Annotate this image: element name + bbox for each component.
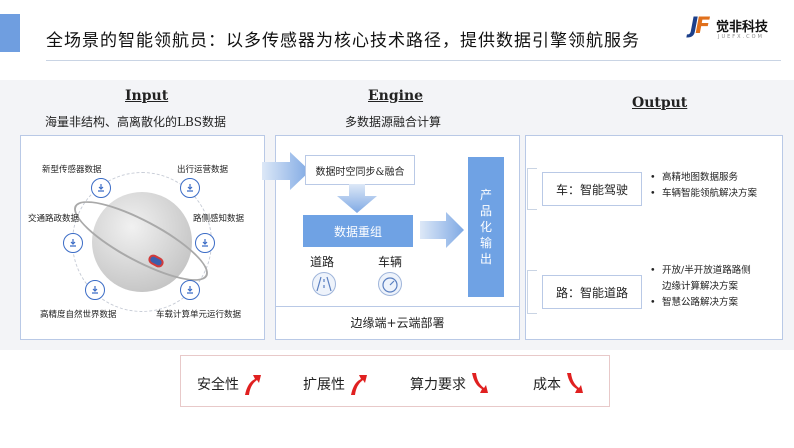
list-item: 高精地图数据服务 [648,170,757,186]
input-to-engine-arrow-icon [262,152,310,190]
list-item: 智慧公路解决方案 [648,295,751,311]
sensor-icon [63,233,83,253]
title-divider [46,60,781,61]
trend-down-icon [472,373,488,393]
node-label: 路侧感知数据 [193,214,245,224]
list-item: 开放/半开放道路路侧 [648,263,751,279]
logo-name: 觉非科技 [716,20,769,35]
deployment-label: 边缘端+云端部署 [350,316,445,330]
engine-to-product-arrow-icon [420,212,464,248]
product-char: 输 [479,236,492,250]
summary-item-scalability: 扩展性 [303,371,369,397]
input-subtitle: 海量非结构、高离散化的LBS数据 [45,115,227,129]
sensor-icon [91,178,111,198]
road-label: 道路 [310,255,335,269]
node-label: 交通路政数据 [28,214,80,224]
node-label: 高精度自然世界数据 [40,310,117,320]
data-reconstruction-box: 数据重组 [303,215,413,247]
logo-mark-icon: JF [690,14,710,39]
summary-item-safety: 安全性 [197,371,263,397]
speedometer-icon [378,272,402,296]
trend-down-icon [567,373,583,393]
road-bracket [527,270,537,314]
road-icon [312,272,336,296]
trend-up-icon [245,375,261,395]
smart-driving-box: 车：智能驾驶 [542,172,642,206]
product-char: 品 [479,204,492,218]
summary-label: 算力要求 [410,377,466,393]
product-char: 出 [479,252,492,266]
sync-fusion-box: 数据时空同步&融合 [305,155,415,185]
summary-item-cost: 成本 [533,371,585,397]
vehicle-label: 车辆 [378,255,403,269]
summary-label: 安全性 [197,377,239,393]
list-item: 车辆智能领航解决方案 [648,186,757,202]
list-item: 边缘计算解决方案 [662,281,739,292]
car-solutions-list: 高精地图数据服务 车辆智能领航解决方案 [648,170,757,202]
car-bracket [527,168,537,210]
summary-item-compute: 算力要求 [410,371,490,397]
trend-up-icon [351,375,367,395]
down-arrow-icon [337,184,377,213]
summary-panel [180,355,610,407]
sensor-icon [180,280,200,300]
sensor-icon [180,178,200,198]
sensor-icon [195,233,215,253]
summary-label: 扩展性 [303,377,345,393]
road-solutions-list: 开放/半开放道路路侧 边缘计算解决方案 智慧公路解决方案 [648,263,751,311]
summary-label: 成本 [533,377,561,393]
engine-subtitle: 多数据源融合计算 [345,115,442,129]
node-label: 出行运营数据 [177,165,229,175]
page-title: 全场景的智能领航员：以多传感器为核心技术路径，提供数据引擎领航服务 [46,31,640,51]
engine-divider [275,306,520,307]
product-char: 产 [479,188,492,202]
smart-road-box: 路：智能道路 [542,275,642,309]
product-char: 化 [479,220,492,234]
output-heading: Output [632,95,688,111]
company-logo: JF 觉非科技 JUEFX.COM [690,12,785,46]
sensor-icon [85,280,105,300]
node-label: 车载计算单元运行数据 [156,310,242,320]
logo-subtitle: JUEFX.COM [718,34,764,40]
engine-heading: Engine [368,88,424,104]
product-output-box: 产 品 化 输 出 [468,157,504,297]
node-label: 新型传感器数据 [42,165,102,175]
planet-graphic [92,192,192,292]
input-heading: Input [125,88,169,104]
title-accent-bar [0,14,20,52]
